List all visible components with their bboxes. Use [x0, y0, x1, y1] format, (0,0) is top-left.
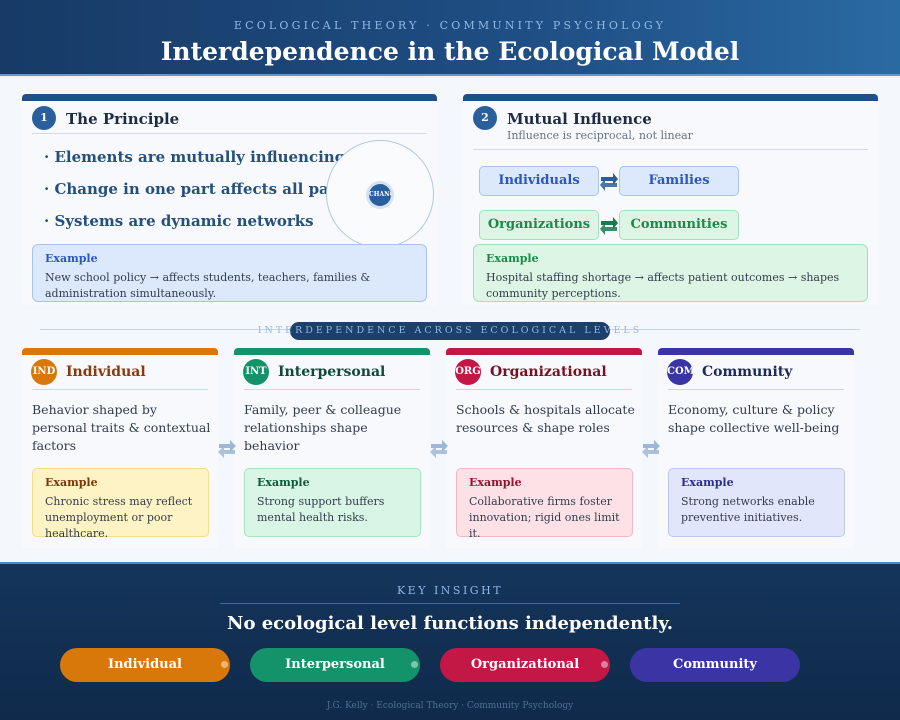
key-insight-footer — [0, 562, 900, 720]
level-color-bar — [234, 348, 430, 355]
panel-divider — [473, 149, 868, 150]
network-circle: CHANGE — [326, 140, 434, 248]
level-example-box: Example Collaborative firms foster innov… — [456, 468, 633, 540]
page-title: Interdependence in the Ecological Model — [160, 37, 740, 66]
level-title: Community — [702, 364, 793, 380]
example-label: Example — [486, 252, 539, 265]
principle-panel: 1 The Principle · Elements are mutually … — [22, 94, 437, 306]
level-color-bar — [22, 348, 218, 355]
mutual-influence-panel: 2 Mutual Influence Influence is reciproc… — [463, 94, 878, 306]
mutual-title: Mutual Influence — [507, 110, 652, 128]
example-text: Strong networks enable preventive initia… — [681, 495, 815, 524]
example-text: Hospital staffing shortage → affects pat… — [486, 271, 840, 300]
key-insight-label: KEY INSIGHT — [396, 584, 504, 597]
pill-connector-dot — [221, 661, 228, 668]
key-insight-statement: No ecological level functions independen… — [227, 613, 673, 634]
level-example-box: Example Chronic stress may reflect unemp… — [32, 468, 209, 540]
panel-top-bar — [22, 94, 437, 101]
example-text: Chronic stress may reflect unemployment … — [45, 495, 193, 540]
level-description: Family, peer & colleague relationships s… — [244, 402, 402, 453]
example-label: Example — [257, 476, 310, 489]
level-card-organizational: ORG Organizational Schools & hospitals a… — [446, 348, 642, 548]
header-kicker: ECOLOGICAL THEORY · COMMUNITY PSYCHOLOGY — [233, 19, 667, 32]
community-icon: COM — [667, 359, 693, 385]
level-description: Behavior shaped by personal traits & con… — [32, 402, 211, 453]
header-banner: ECOLOGICAL THEORY · COMMUNITY PSYCHOLOGY… — [0, 0, 900, 76]
level-card-community: COM Community Economy, culture & policy … — [658, 348, 854, 548]
interpersonal-icon: INT — [243, 359, 269, 385]
level-title: Interpersonal — [278, 364, 386, 380]
principle-bullet-1: · Elements are mutually influencing — [44, 148, 346, 166]
pill-organizational: Organizational — [440, 648, 610, 682]
level-card-individual: IND Individual Behavior shaped by person… — [22, 348, 218, 548]
example-label: Example — [45, 476, 98, 489]
example-text: Strong support buffers mental health ris… — [257, 495, 385, 524]
level-divider — [244, 389, 420, 390]
individual-icon: IND — [31, 359, 57, 385]
level-connector-arrow-icon — [642, 440, 660, 458]
credit-line: J.G. Kelly · Ecological Theory · Communi… — [326, 701, 574, 711]
principle-example-box: Example New school policy → affects stud… — [32, 244, 427, 302]
change-node: CHANGE — [369, 184, 391, 206]
example-label: Example — [45, 252, 98, 265]
organizational-icon: ORG — [455, 359, 481, 385]
step-number-badge: 1 — [32, 106, 56, 130]
level-card-interpersonal: INT Interpersonal Family, peer & colleag… — [234, 348, 430, 548]
pill-connector-dot — [411, 661, 418, 668]
level-color-bar — [658, 348, 854, 355]
bidirectional-arrow-icon — [600, 217, 618, 235]
node-families: Families — [619, 166, 739, 196]
node-organizations: Organizations — [479, 210, 599, 240]
pill-interpersonal: Interpersonal — [250, 648, 420, 682]
level-divider — [456, 389, 632, 390]
pill-individual: Individual — [60, 648, 230, 682]
principle-bullet-2: · Change in one part affects all parts — [44, 180, 353, 198]
level-example-box: Example Strong networks enable preventiv… — [668, 468, 845, 537]
pill-community: Community — [630, 648, 800, 682]
pill-connector-dot — [601, 661, 608, 668]
node-individuals: Individuals — [479, 166, 599, 196]
principle-title: The Principle — [66, 110, 180, 128]
step-number-badge: 2 — [473, 106, 497, 130]
mutual-subtitle: Influence is reciprocal, not linear — [507, 129, 693, 142]
level-title: Organizational — [490, 364, 607, 380]
bidirectional-arrow-icon — [600, 173, 618, 191]
level-connector-arrow-icon — [218, 440, 236, 458]
level-description: Schools & hospitals allocate resources &… — [456, 402, 635, 435]
example-label: Example — [469, 476, 522, 489]
node-communities: Communities — [619, 210, 739, 240]
mutual-example-box: Example Hospital staffing shortage → aff… — [473, 244, 868, 302]
level-description: Economy, culture & policy shape collecti… — [668, 402, 840, 435]
example-label: Example — [681, 476, 734, 489]
principle-bullet-3: · Systems are dynamic networks — [44, 212, 314, 230]
panel-divider — [32, 133, 427, 134]
level-divider — [32, 389, 208, 390]
level-example-box: Example Strong support buffers mental he… — [244, 468, 421, 537]
section-divider-pill — [290, 322, 610, 340]
level-divider — [668, 389, 844, 390]
level-color-bar — [446, 348, 642, 355]
section-divider-label: INTERDEPENDENCE ACROSS ECOLOGICAL LEVELS — [257, 325, 643, 336]
panel-top-bar — [463, 94, 878, 101]
level-title: Individual — [66, 364, 146, 380]
key-insight-divider — [220, 603, 680, 604]
level-connector-arrow-icon — [430, 440, 448, 458]
example-text: Collaborative firms foster innovation; r… — [469, 495, 620, 540]
example-text: New school policy → affects students, te… — [45, 271, 371, 300]
